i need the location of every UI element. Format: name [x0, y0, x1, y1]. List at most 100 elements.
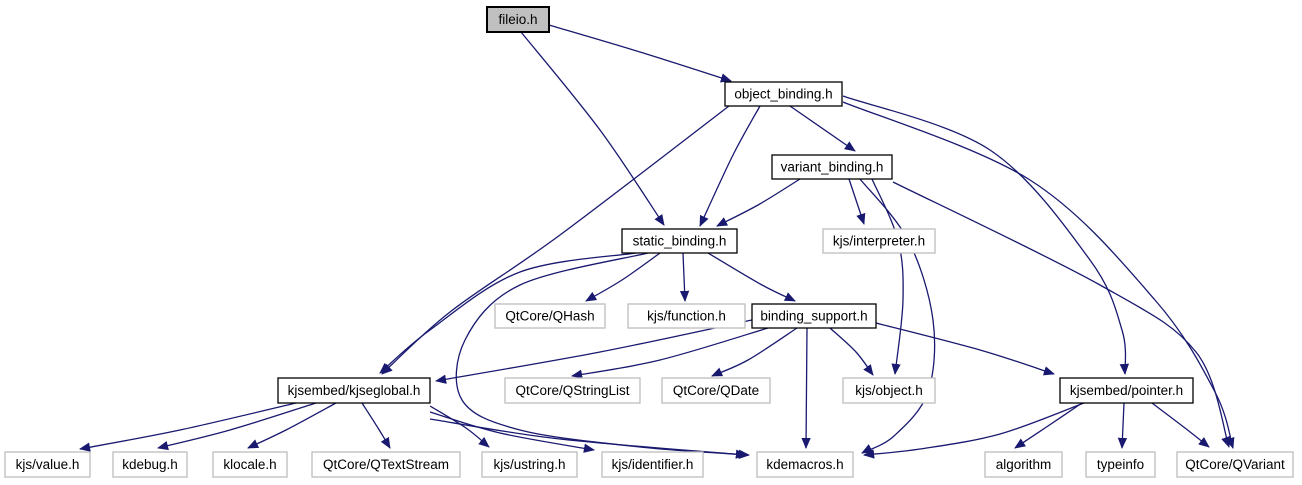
edge-fileio-to-static	[520, 31, 665, 226]
node-label-algorithm: algorithm	[996, 457, 1052, 472]
edge-pointer-to-algorithm	[1014, 402, 1083, 449]
node-box-kdemacros	[756, 451, 854, 478]
node-label-ustring: kjs/ustring.h	[493, 457, 565, 472]
node-klocale: klocale.h	[212, 451, 288, 478]
edge-kjseglobal-to-ustring	[429, 405, 490, 448]
node-box-qtextstream	[311, 451, 461, 478]
edge-variant-to-interpreter	[848, 178, 866, 225]
node-box-qvariant	[1176, 451, 1294, 478]
node-box-variant[interactable]	[771, 154, 893, 180]
node-box-identifier	[601, 451, 704, 478]
edge-static-to-kdemacros	[455, 252, 750, 459]
node-label-pointer: kjsembed/pointer.h	[1070, 383, 1183, 398]
edge-fileio-to-object	[548, 24, 732, 83]
edge-pointer-to-qvariant	[1151, 402, 1210, 448]
edge-variant-to-qvariant	[892, 181, 1231, 448]
node-box-pointer[interactable]	[1059, 377, 1194, 404]
node-box-kjseglobal[interactable]	[277, 377, 431, 404]
edge-static-to-function	[679, 252, 690, 302]
node-value: kjs/value.h	[4, 451, 91, 478]
node-algorithm: algorithm	[984, 451, 1063, 478]
node-label-interpreter: kjs/interpreter.h	[833, 234, 925, 249]
node-label-qdate: QtCore/QDate	[673, 383, 759, 398]
node-static[interactable]: static_binding.h	[621, 228, 738, 254]
edge-bsupport-to-pointer	[875, 322, 1055, 376]
node-object[interactable]: object_binding.h	[724, 81, 843, 107]
node-label-kdebug: kdebug.h	[122, 457, 178, 472]
node-box-interpreter	[822, 228, 936, 254]
node-box-static[interactable]	[621, 228, 738, 254]
node-box-qstringlist	[504, 377, 641, 404]
node-pointer[interactable]: kjsembed/pointer.h	[1059, 377, 1194, 404]
edge-object-to-pointer	[842, 95, 1129, 375]
node-box-bsupport[interactable]	[751, 303, 877, 329]
edge-object-to-static	[699, 105, 761, 227]
edge-static-to-qhash	[585, 252, 661, 302]
edge-variant-to-static	[716, 178, 801, 227]
node-ustring: kjs/ustring.h	[481, 451, 578, 478]
node-box-qdate	[661, 377, 771, 404]
node-label-kjsobject: kjs/object.h	[855, 383, 923, 398]
node-box-ustring	[481, 451, 578, 478]
node-qvariant: QtCore/QVariant	[1176, 451, 1294, 478]
node-box-qhash	[494, 303, 606, 329]
node-box-object[interactable]	[724, 81, 843, 107]
node-qhash: QtCore/QHash	[494, 303, 606, 329]
edge-static-to-kjseglobal	[379, 252, 637, 374]
edge-bsupport-to-qstringlist	[571, 327, 769, 379]
node-kdebug: kdebug.h	[112, 451, 188, 478]
edge-bsupport-to-qdate	[711, 327, 798, 377]
node-label-kdemacros: kdemacros.h	[766, 457, 843, 472]
node-box-kjsobject	[842, 377, 936, 404]
edge-static-to-bsupport	[707, 252, 796, 302]
node-label-fileio: fileio.h	[498, 12, 537, 27]
node-label-qtextstream: QtCore/QTextStream	[323, 457, 449, 472]
node-box-klocale	[212, 451, 288, 478]
node-label-qhash: QtCore/QHash	[505, 309, 594, 324]
edge-kjseglobal-to-identifier	[429, 411, 595, 453]
node-fileio[interactable]: fileio.h	[486, 6, 550, 33]
edge-kjseglobal-to-klocale	[247, 402, 337, 449]
node-typeinfo: typeinfo	[1085, 451, 1156, 478]
edge-kjseglobal-to-kdemacros	[429, 418, 747, 459]
edge-bsupport-to-kdemacros	[801, 327, 811, 449]
edge-object-to-variant	[789, 105, 856, 152]
node-label-identifier: kjs/identifier.h	[612, 457, 694, 472]
node-box-fileio[interactable]	[486, 6, 550, 33]
edge-pointer-to-typeinfo	[1117, 402, 1128, 449]
edge-kjseglobal-to-kdebug	[157, 402, 317, 451]
node-interpreter: kjs/interpreter.h	[822, 228, 936, 254]
node-label-klocale: klocale.h	[223, 457, 276, 472]
node-label-variant: variant_binding.h	[781, 160, 884, 175]
edge-pointer-to-kdemacros	[863, 402, 1085, 459]
node-qstringlist: QtCore/QStringList	[504, 377, 641, 404]
node-kjsobject: kjs/object.h	[842, 377, 936, 404]
node-label-object: object_binding.h	[734, 87, 832, 102]
node-label-typeinfo: typeinfo	[1097, 457, 1144, 472]
node-kjseglobal[interactable]: kjsembed/kjseglobal.h	[277, 377, 431, 404]
node-box-value	[4, 451, 91, 478]
node-box-function	[627, 303, 746, 329]
node-label-bsupport: binding_support.h	[760, 309, 867, 324]
node-label-static: static_binding.h	[633, 234, 727, 249]
node-identifier: kjs/identifier.h	[601, 451, 704, 478]
node-label-kjseglobal: kjsembed/kjseglobal.h	[288, 383, 421, 398]
edge-kjseglobal-to-qtextstream	[361, 402, 391, 449]
node-qdate: QtCore/QDate	[661, 377, 771, 404]
node-label-value: kjs/value.h	[16, 457, 80, 472]
edge-variant-to-kjsobject	[871, 178, 904, 375]
edge-bsupport-to-kjsobject	[829, 327, 874, 376]
node-kdemacros: kdemacros.h	[756, 451, 854, 478]
edge-kjseglobal-to-value	[79, 402, 297, 452]
node-box-kdebug	[112, 451, 188, 478]
node-box-algorithm	[984, 451, 1063, 478]
node-box-typeinfo	[1085, 451, 1156, 478]
node-label-qvariant: QtCore/QVariant	[1185, 457, 1285, 472]
node-label-function: kjs/function.h	[647, 309, 726, 324]
node-label-qstringlist: QtCore/QStringList	[515, 383, 629, 398]
node-qtextstream: QtCore/QTextStream	[311, 451, 461, 478]
node-bsupport[interactable]: binding_support.h	[751, 303, 877, 329]
node-variant[interactable]: variant_binding.h	[771, 154, 893, 180]
